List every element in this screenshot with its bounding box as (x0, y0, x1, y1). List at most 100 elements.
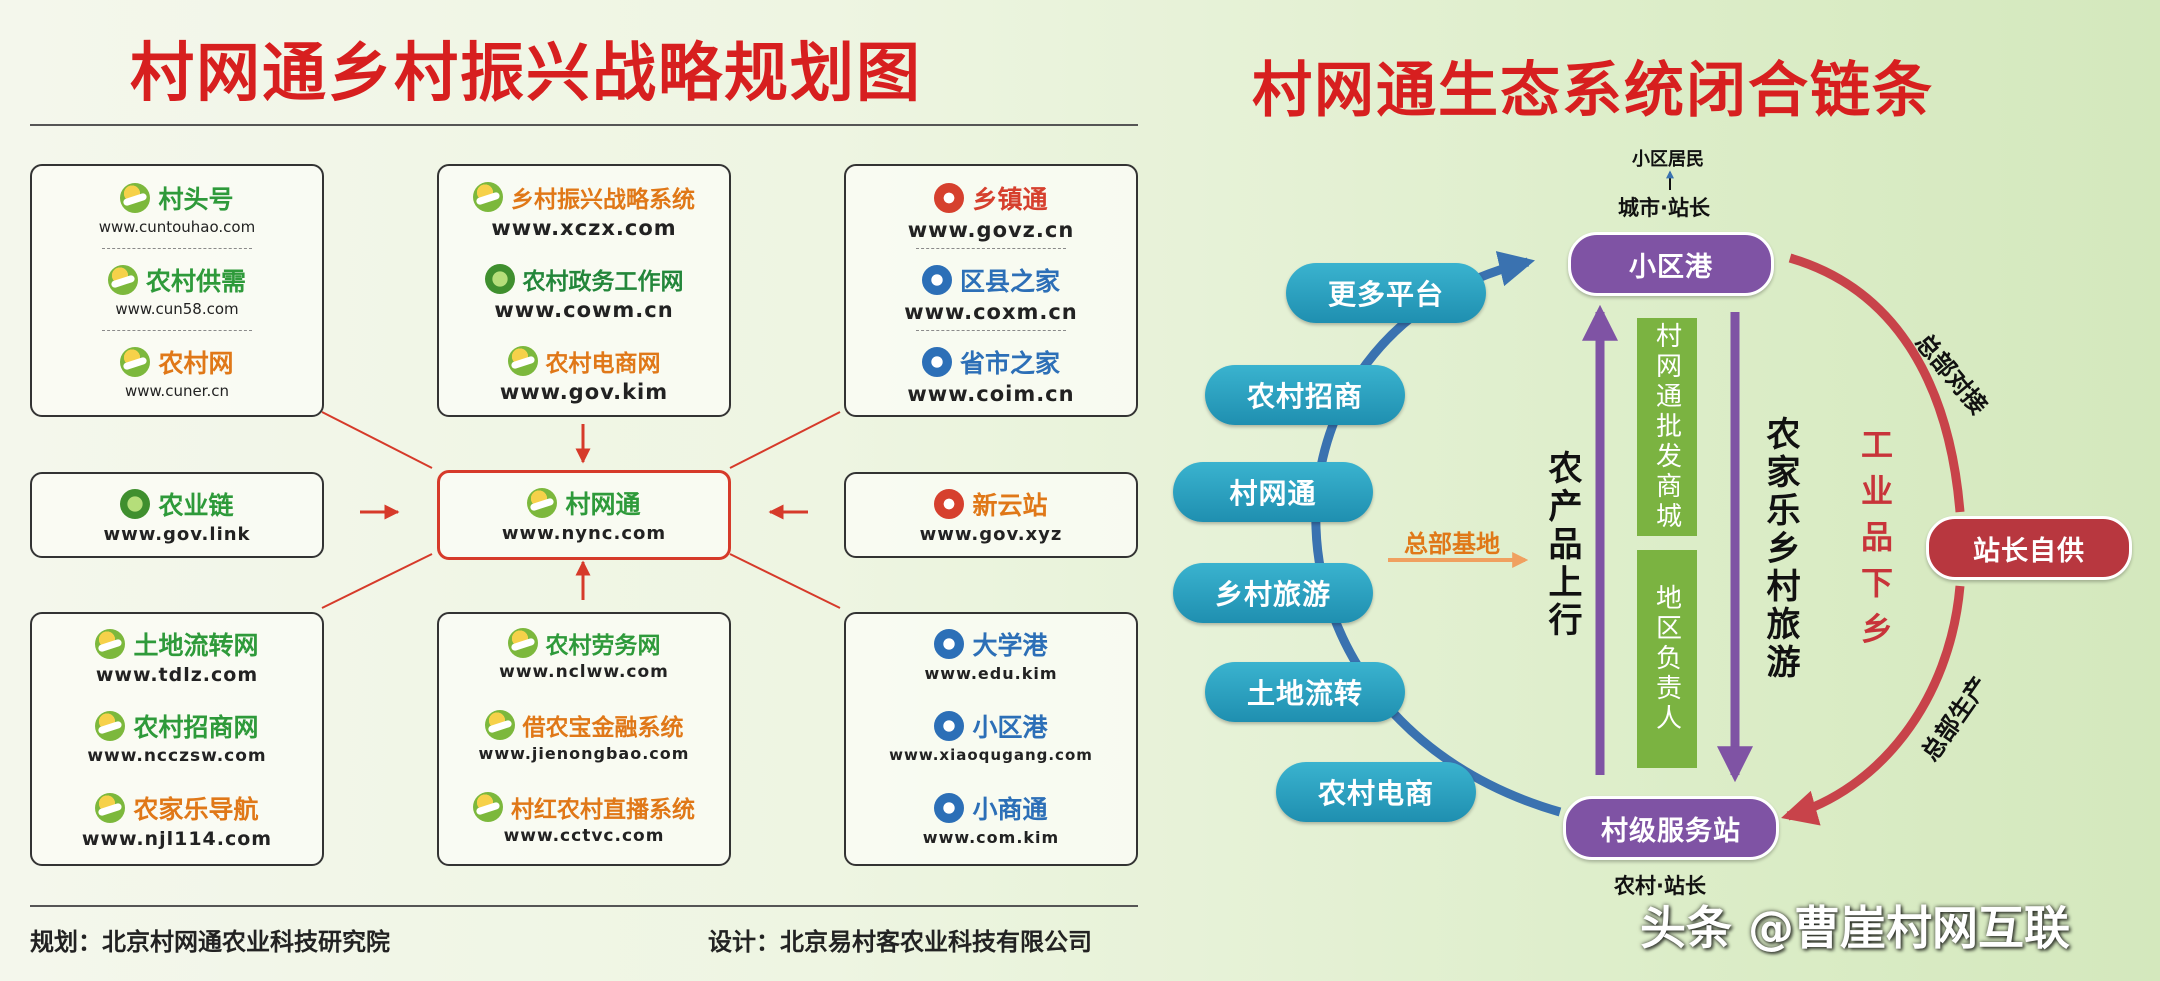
site-name: 乡村振兴战略系统 (511, 187, 695, 213)
site-name: 村红农村直播系统 (511, 797, 695, 823)
leaf-logo-icon (507, 346, 538, 376)
site-name: 大学港 (972, 631, 1048, 660)
site-url: www.gov.kim (499, 380, 669, 404)
box-top-middle: 乡村振兴战略系统 www.xczx.com 农村政务工作网 www.cowm.c… (437, 164, 731, 417)
site-url: www.xiaoqugang.com (889, 746, 1093, 764)
blue-emblem-icon (934, 629, 965, 659)
box-bottom-right: 大学港 www.edu.kim 小区港 www.xiaoqugang.com 小… (844, 612, 1138, 866)
wholesale-bar: 村网通批发商城 (1637, 318, 1697, 536)
site-name: 农村网 (158, 349, 234, 378)
right-title: 村网通生态系统闭合链条 (1252, 56, 1934, 126)
box-bottom-left: 土地流转网 www.tdlz.com 农村招商网 www.ncczsw.com … (30, 612, 324, 866)
box-top-right: 乡镇通 www.govz.cn 区县之家 www.coxm.cn 省市之家 ww… (844, 164, 1138, 417)
site-entry: 土地流转网 www.tdlz.com (32, 626, 322, 686)
top-residents-label: 小区居民 (1632, 149, 1704, 170)
site-url: www.cuner.cn (125, 382, 229, 400)
site-name: 农村政务工作网 (522, 269, 684, 295)
site-url: www.nync.com (501, 523, 667, 544)
site-url: www.com.kim (922, 828, 1060, 847)
red-upper-arc (1788, 253, 1965, 513)
leaf-logo-icon (107, 265, 138, 295)
blue-emblem-icon (921, 265, 952, 295)
blue-emblem-icon (921, 347, 952, 377)
box-center: 村网通 www.nync.com (437, 470, 731, 560)
site-entry: 区县之家 www.coxm.cn (846, 262, 1136, 324)
platform-pill: 村网通 (1173, 462, 1373, 522)
industry-down-text: 工业品下乡 (1856, 428, 1894, 658)
site-entry: 农村政务工作网 www.cowm.cn (439, 262, 729, 322)
title-underline (30, 124, 1138, 126)
red-lower-arc (1781, 585, 1965, 826)
site-name: 区县之家 (959, 267, 1060, 296)
platform-pill: 农村电商 (1276, 762, 1476, 822)
site-entry: 村网通 www.nync.com (440, 485, 728, 544)
site-url: www.coxm.cn (904, 300, 1078, 324)
left-title: 村网通乡村振兴战略规划图 (130, 37, 922, 111)
site-url: www.xczx.com (491, 216, 677, 240)
site-name: 农家乐导航 (133, 795, 259, 824)
node-self-supply: 站长自供 (1926, 516, 2132, 580)
site-entry: 小商通 www.com.kim (846, 790, 1136, 847)
divider (102, 248, 252, 249)
platform-pill: 更多平台 (1286, 263, 1486, 323)
connector-top-left (321, 411, 433, 469)
site-name: 农村供需 (145, 267, 246, 296)
site-entry: 农村劳务网 www.nclww.com (439, 626, 729, 682)
box-mid-left: 农业链 www.gov.link (30, 472, 324, 558)
site-url: www.cun58.com (115, 300, 239, 318)
node-xiaoqugang: 小区港 (1568, 232, 1774, 296)
site-name: 土地流转网 (133, 631, 259, 660)
site-url: www.govz.cn (907, 218, 1075, 242)
site-url: www.cowm.cn (494, 298, 674, 322)
connector-bottom-left (321, 553, 433, 609)
emblem-logo-icon (484, 264, 515, 294)
site-url: www.cctvc.com (503, 826, 665, 846)
site-entry: 农村供需 www.cun58.com (32, 262, 322, 318)
site-name: 农村劳务网 (545, 633, 661, 659)
site-entry: 村头号 www.cuntouhao.com (32, 180, 322, 236)
connector-bottom-right (729, 553, 841, 609)
divider (102, 330, 252, 331)
site-name: 小区港 (972, 713, 1048, 742)
site-name: 乡镇通 (972, 185, 1048, 214)
site-entry: 农业链 www.gov.link (32, 486, 322, 545)
leaf-logo-icon (120, 347, 151, 377)
divider (916, 330, 1066, 331)
bottom-village-label: 农村·站长 (1614, 874, 1706, 898)
site-entry: 农村电商网 www.gov.kim (439, 344, 729, 404)
site-entry: 乡村振兴战略系统 www.xczx.com (439, 180, 729, 240)
up-text: 农产品上行 (1542, 450, 1582, 640)
site-name: 小商通 (972, 795, 1048, 824)
site-url: www.ncczsw.com (87, 746, 267, 766)
hq-base-label: 总部基地 (1404, 530, 1500, 558)
red-emblem-icon (934, 489, 965, 519)
footer-planning: 规划：北京村网通农业科技研究院 (30, 928, 390, 956)
site-url: www.tdlz.com (95, 664, 259, 686)
site-name: 农业链 (158, 491, 234, 520)
site-entry: 大学港 www.edu.kim (846, 626, 1136, 683)
site-url: www.njl114.com (81, 828, 273, 850)
box-top-left: 村头号 www.cuntouhao.com 农村供需 www.cun58.com… (30, 164, 324, 417)
watermark: 头条 @曹崖村网互联 (1640, 901, 2071, 955)
leaf-logo-icon (95, 793, 126, 823)
regional-bar: 地区负责人 (1637, 550, 1697, 768)
leaf-logo-icon (120, 183, 151, 213)
site-name: 农村电商网 (545, 351, 661, 377)
box-bottom-middle: 农村劳务网 www.nclww.com 借农宝金融系统 www.jienongb… (437, 612, 731, 866)
leaf-logo-icon (484, 710, 515, 740)
site-name: 借农宝金融系统 (522, 715, 684, 741)
site-name: 村网通 (565, 490, 641, 519)
site-url: www.gov.xyz (919, 524, 1063, 545)
site-entry: 农村网 www.cuner.cn (32, 344, 322, 400)
site-url: www.edu.kim (924, 664, 1058, 683)
leaf-logo-icon (473, 792, 503, 822)
site-url: www.nclww.com (499, 662, 669, 682)
red-emblem-icon (934, 183, 965, 213)
site-url: www.gov.link (103, 524, 251, 545)
leaf-logo-icon (473, 182, 503, 212)
site-name: 农村招商网 (133, 713, 259, 742)
blue-emblem-icon (934, 711, 965, 741)
site-entry: 省市之家 www.coim.cn (846, 344, 1136, 406)
node-village-station: 村级服务站 (1563, 796, 1779, 860)
site-entry: 村红农村直播系统 www.cctvc.com (439, 790, 729, 846)
